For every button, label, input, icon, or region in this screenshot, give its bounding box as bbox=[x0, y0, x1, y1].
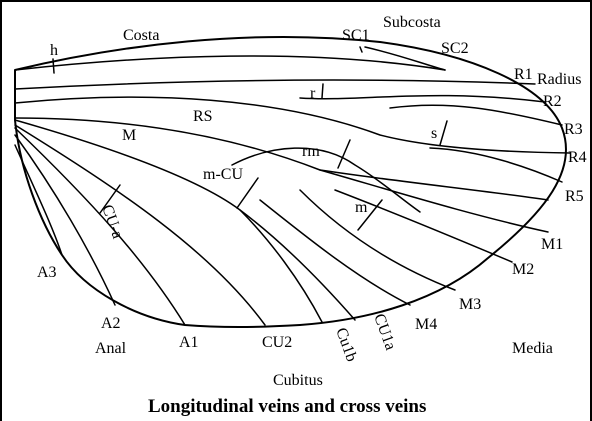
r-crossvein bbox=[322, 84, 323, 98]
label-a3: A3 bbox=[37, 264, 57, 281]
diagram-caption: Longitudinal veins and cross veins bbox=[148, 396, 426, 417]
label-a1: A1 bbox=[179, 334, 199, 351]
sc-branch bbox=[365, 47, 445, 70]
radius-vein bbox=[15, 80, 535, 89]
label-anal: Anal bbox=[95, 340, 127, 357]
label-sc2: SC2 bbox=[441, 40, 469, 57]
cu1b-vein bbox=[240, 210, 322, 322]
subcosta-vein bbox=[15, 56, 445, 70]
label-r3: R3 bbox=[564, 121, 583, 138]
label-r2: R2 bbox=[543, 93, 562, 110]
label-media: Media bbox=[512, 340, 553, 357]
label-subcosta: Subcosta bbox=[383, 14, 441, 31]
cu2-vein bbox=[15, 125, 265, 325]
label-h: h bbox=[50, 42, 58, 59]
label-r4: R4 bbox=[568, 149, 587, 166]
label-m-vein: M bbox=[122, 127, 136, 144]
label-radius: Radius bbox=[537, 71, 581, 88]
label-r1: R1 bbox=[514, 66, 533, 83]
label-a2: A2 bbox=[101, 315, 121, 332]
label-r: r bbox=[310, 85, 316, 102]
rm-crossvein bbox=[338, 140, 350, 168]
s-crossvein bbox=[440, 121, 447, 145]
label-m-cu: m-CU bbox=[203, 166, 243, 183]
label-rs: RS bbox=[193, 108, 213, 125]
a3-vein bbox=[15, 145, 62, 255]
label-cu1a: CU1a bbox=[370, 312, 399, 353]
label-costa: Costa bbox=[123, 27, 159, 44]
label-cu2: CU2 bbox=[262, 334, 292, 351]
label-s: s bbox=[431, 125, 437, 142]
label-m2: M2 bbox=[512, 261, 534, 278]
label-r5: R5 bbox=[565, 188, 584, 205]
h-crossvein bbox=[53, 59, 54, 73]
a2-vein bbox=[15, 135, 115, 305]
label-m3: M3 bbox=[459, 296, 481, 313]
label-rm: rm bbox=[302, 143, 320, 160]
m-vein bbox=[15, 118, 548, 200]
sc1-crossvein bbox=[360, 47, 362, 52]
label-sc1: SC1 bbox=[342, 27, 370, 44]
label-m4: M4 bbox=[415, 316, 437, 333]
r3-vein bbox=[390, 105, 562, 125]
label-cubitus: Cubitus bbox=[273, 372, 323, 389]
label-cu-a: CU-a bbox=[98, 203, 126, 241]
rs-vein bbox=[15, 97, 570, 153]
label-m1: M1 bbox=[541, 236, 563, 253]
a1-vein bbox=[15, 128, 185, 325]
r2-vein bbox=[300, 96, 545, 102]
label-cu1b: Cu1b bbox=[332, 326, 360, 364]
m4-vein bbox=[260, 200, 410, 305]
label-m-cross: m bbox=[355, 199, 368, 216]
